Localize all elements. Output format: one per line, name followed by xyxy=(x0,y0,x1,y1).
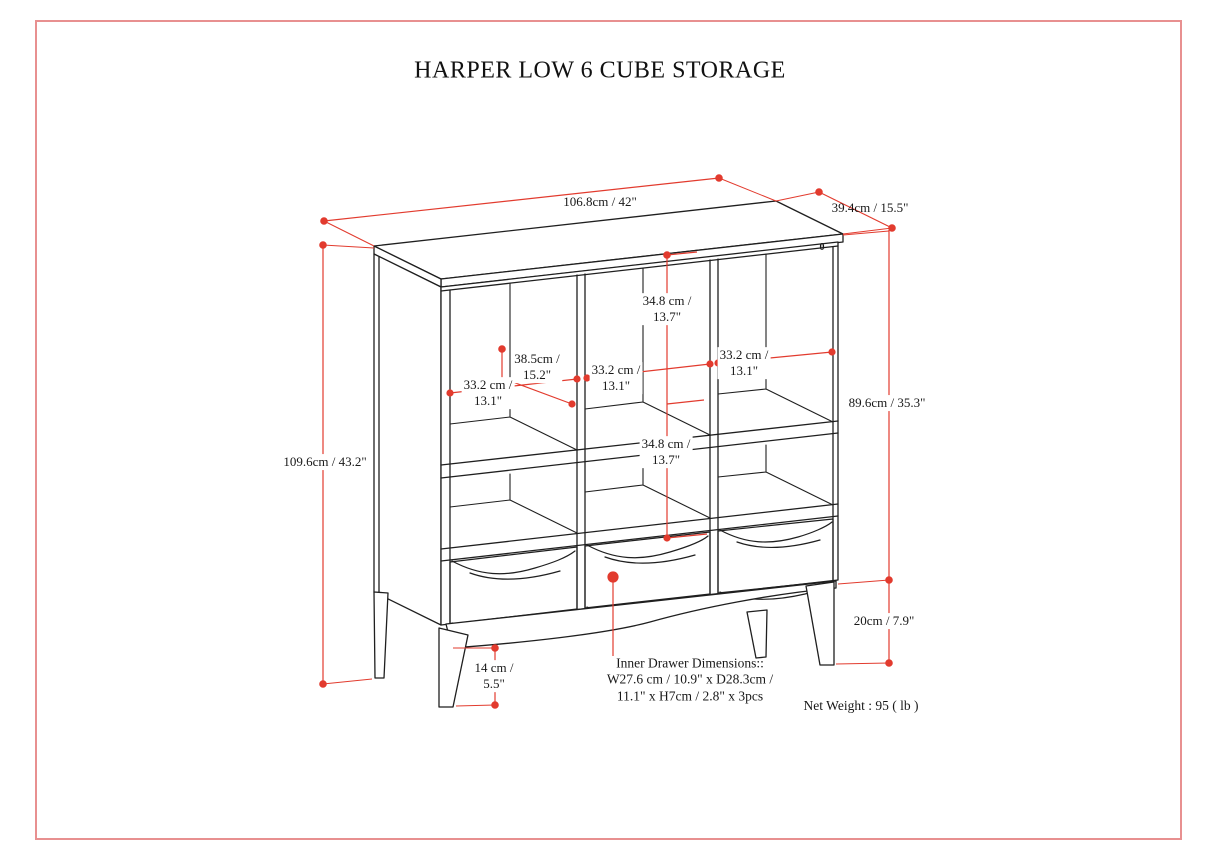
dim-cube-height-top-label: 34.8 cm / 13.7" xyxy=(640,293,694,325)
dim-total-height-label: 109.6cm / 43.2" xyxy=(281,454,369,470)
dim-cube-width-middle-label: 33.2 cm / 13.1" xyxy=(589,362,643,394)
dim-body-height-label: 89.6cm / 35.3" xyxy=(846,395,928,411)
dim-cube-height-bottom-label: 34.8 cm / 13.7" xyxy=(639,436,693,468)
net-weight-label: Net Weight : 95 ( lb ) xyxy=(803,697,919,713)
inner-drawer-note: Inner Drawer Dimensions:: W27.6 cm / 10.… xyxy=(606,655,774,704)
front-face xyxy=(440,241,839,626)
dim-leg-height-label: 20cm / 7.9" xyxy=(851,613,917,629)
dim-cube-width-right-label: 33.2 cm / 13.1" xyxy=(717,347,771,379)
dim-depth-label: 39.4cm / 15.5" xyxy=(831,200,909,216)
dim-leg-clearance-label: 14 cm / 5.5" xyxy=(472,660,516,692)
cam-lock-marker: 0 xyxy=(819,241,825,253)
side-panel xyxy=(373,253,442,626)
drawing-title: HARPER LOW 6 CUBE STORAGE xyxy=(414,57,786,84)
dim-width-label: 106.8cm / 42" xyxy=(563,194,637,210)
dim-shelf-depth-label: 38.5cm / 15.2" xyxy=(512,351,562,383)
cube-interiors xyxy=(449,253,834,534)
dim-cube-width-left-label: 33.2 cm / 13.1" xyxy=(461,377,515,409)
top-slab xyxy=(373,200,844,288)
